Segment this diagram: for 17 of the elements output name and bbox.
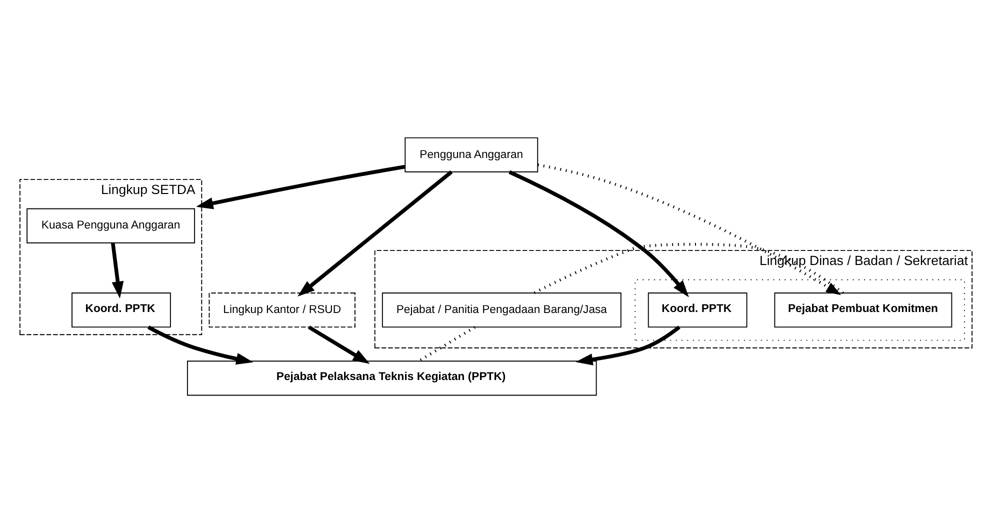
node-box: Pejabat Pelaksana Teknis Kegiatan (PPTK) bbox=[187, 360, 597, 396]
node-box: Pejabat / Panitia Pengadaan Barang/Jasa bbox=[382, 292, 622, 328]
arrow bbox=[147, 324, 254, 364]
arrow bbox=[298, 170, 453, 296]
connector bbox=[533, 242, 844, 294]
node-box: Pejabat Pembuat Komitmen bbox=[774, 292, 952, 328]
arrow bbox=[508, 170, 689, 297]
node-box: Pengguna Anggaran bbox=[404, 136, 538, 172]
connector bbox=[418, 325, 476, 362]
arrow bbox=[110, 242, 124, 298]
node-box: Lingkup Kantor / RSUD bbox=[208, 292, 356, 328]
arrow bbox=[196, 164, 406, 209]
node-box: Koord. PPTK bbox=[72, 292, 171, 328]
node-box: Koord. PPTK bbox=[648, 292, 748, 328]
arrow bbox=[308, 325, 370, 364]
node-box: Kuasa Pengguna Anggaran bbox=[26, 208, 196, 243]
arrow bbox=[538, 163, 842, 295]
